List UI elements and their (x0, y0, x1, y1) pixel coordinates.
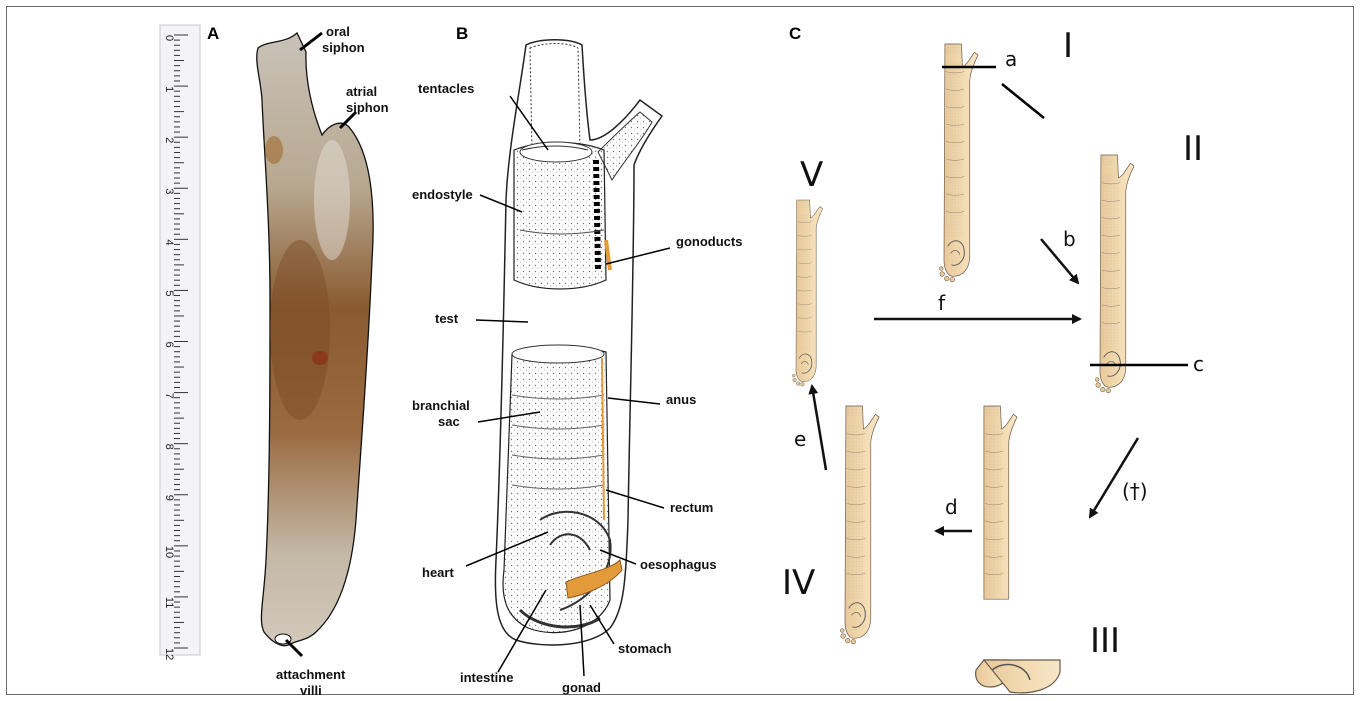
ruler-tick-label: 3 (163, 188, 175, 194)
ruler-tick-label: 0 (163, 35, 175, 41)
arrow-dagger (1090, 438, 1138, 517)
ruler-tick-label: 5 (163, 290, 175, 296)
oral-siphon-label-2: siphon (322, 40, 365, 55)
stomach-label: stomach (618, 641, 672, 656)
panel-b: B (412, 24, 742, 695)
step-f-label: f (938, 291, 946, 315)
panel-a-letter: A (207, 24, 219, 43)
step-d-label: d (945, 495, 958, 519)
animal-stage-III-base (976, 660, 1060, 693)
branchial-upper (514, 143, 606, 290)
ruler-tick-label: 11 (163, 597, 175, 608)
animal-stage-IV (840, 406, 879, 644)
ruler-tick-label: 10 (163, 546, 175, 558)
test-label: test (435, 311, 459, 326)
panel-b-letter: B (456, 24, 468, 43)
arrow-e (812, 386, 826, 470)
step-a-label: a (1005, 47, 1017, 71)
animal-stage-II (1095, 155, 1134, 393)
attachment-villi-label: attachment (276, 667, 346, 682)
animal-stage-V (792, 200, 822, 386)
step-b-label: b (1063, 227, 1076, 251)
oesophagus-label: oesophagus (640, 557, 717, 572)
gonoducts-label: gonoducts (676, 234, 742, 249)
ruler-tick-label: 7 (163, 393, 175, 399)
atrial-siphon-label: atrial (346, 84, 377, 99)
panel-c-letter: C (789, 24, 801, 43)
ruler-tick-label: 9 (163, 495, 175, 501)
gonad-label: gonad (562, 680, 601, 695)
rectum-label: rectum (670, 500, 713, 515)
animal-stage-III-top (984, 406, 1017, 599)
ruler-tick-label: 8 (163, 444, 175, 450)
stage-II-label: II (1183, 129, 1203, 169)
tentacles-label: tentacles (418, 81, 474, 96)
endostyle-label: endostyle (412, 187, 473, 202)
cut-line-a-diagonal (1002, 84, 1044, 118)
anus-label: anus (666, 392, 696, 407)
stage-I-label: I (1063, 26, 1073, 66)
attachment-villi-label-2: villi (300, 683, 322, 698)
animal-stage-I (939, 44, 978, 282)
ruler-tick-label: 12 (163, 648, 175, 660)
stage-III-label: III (1090, 621, 1120, 661)
branchial-sac-label-2: sac (438, 414, 460, 429)
panel-c: C I II III IV V a b c d e f (†) (782, 24, 1204, 693)
step-e-label: e (794, 427, 806, 451)
ruler-tick-label: 2 (163, 137, 175, 143)
stage-V-label: V (800, 155, 823, 195)
ruler-tick-label: 6 (163, 342, 175, 348)
intestine-label: intestine (460, 670, 513, 685)
oral-siphon-label: oral (326, 24, 350, 39)
atrial-siphon-label-2: siphon (346, 100, 389, 115)
step-c-label: c (1193, 352, 1204, 376)
ruler-tick-label: 1 (163, 86, 175, 92)
step-dagger-label: (†) (1122, 479, 1148, 503)
stage-IV-label: IV (782, 563, 815, 603)
specimen-photo (257, 33, 373, 646)
ruler-tick-label: 4 (163, 239, 175, 245)
branchial-sac-label: branchial (412, 398, 470, 413)
heart-label: heart (422, 565, 454, 580)
